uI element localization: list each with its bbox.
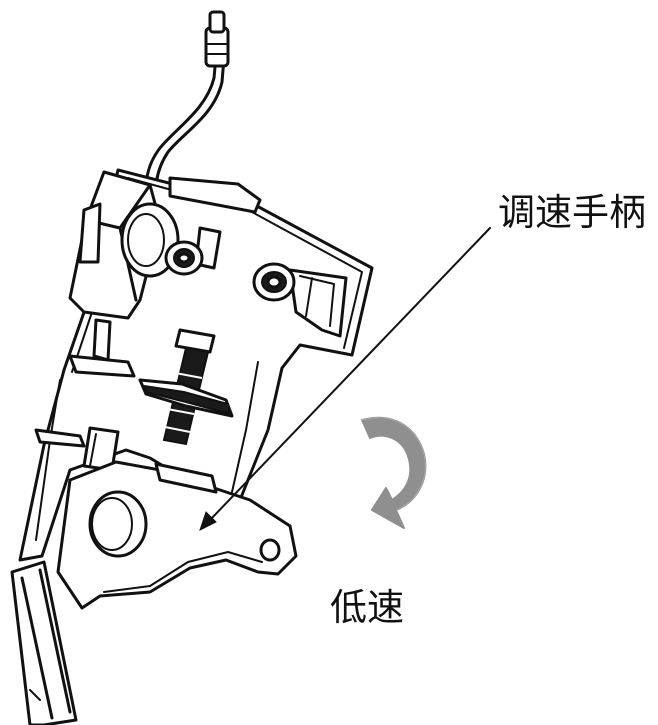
speed-handle-label: 调速手柄 [498,191,646,234]
lever-bar [10,560,78,725]
speed-handle-part [56,460,298,610]
round-knob [120,202,180,278]
curved-arrow-icon [361,416,427,529]
nut-right [252,262,296,302]
top-bracket [68,170,180,320]
low-speed-label: 低速 [330,586,404,629]
cable-connector [204,26,230,68]
leader-line [199,227,491,531]
adjustment-bolt [138,328,234,446]
leader-arrowhead [199,511,217,531]
nut-left [164,240,204,276]
round-boss [88,490,148,558]
cable-tip [208,10,226,34]
pivot-hole [259,538,281,562]
